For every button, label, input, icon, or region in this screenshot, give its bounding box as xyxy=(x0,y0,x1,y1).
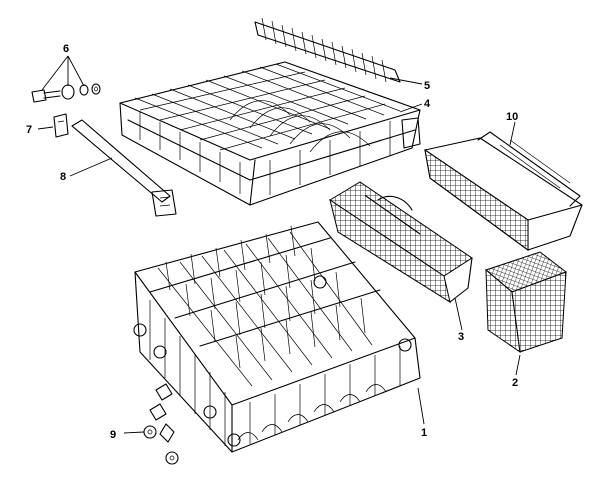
callout-10: 10 xyxy=(506,111,518,123)
upper-rack xyxy=(119,61,421,206)
lower-rack xyxy=(133,221,421,453)
callout-8: 8 xyxy=(60,171,66,183)
track-rail xyxy=(71,119,177,217)
callout-4: 4 xyxy=(424,98,431,110)
callout-3: 3 xyxy=(458,331,464,343)
mounting-hardware xyxy=(31,83,101,103)
cup-shelf-tines xyxy=(254,17,401,83)
rack-stop-clip xyxy=(53,113,69,138)
roller-assembly xyxy=(143,383,179,465)
silverware-basket xyxy=(424,131,583,251)
basket-section xyxy=(329,181,473,304)
callout-6: 6 xyxy=(63,43,69,55)
leader-lines xyxy=(37,55,521,434)
small-basket xyxy=(484,251,568,354)
callout-5: 5 xyxy=(424,80,430,92)
callout-labels: 6 7 8 5 4 10 3 2 1 9 xyxy=(26,43,518,441)
callout-9: 9 xyxy=(110,429,116,441)
callout-7: 7 xyxy=(26,124,32,136)
callout-1: 1 xyxy=(421,427,427,439)
callout-2: 2 xyxy=(512,377,518,389)
